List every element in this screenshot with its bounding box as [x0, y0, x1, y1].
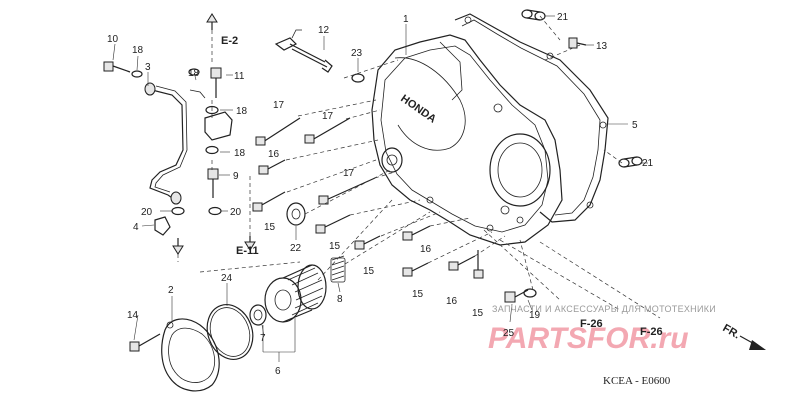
- ref-f26-b: F-26: [640, 326, 663, 338]
- filter-cover-cap: [161, 318, 220, 392]
- sealing-washers: [171, 68, 222, 216]
- label-19: 19: [529, 310, 541, 321]
- pipe-clip: [154, 216, 171, 236]
- drain-washer: [523, 288, 537, 298]
- label-15b: 15: [329, 241, 341, 252]
- ref-e11: E-11: [236, 245, 259, 257]
- label-9: 9: [233, 171, 239, 182]
- watermark: ЗАПЧАСТИ И АКСЕССУАРЫ ДЛЯ МОТОТЕХНИКИ PA…: [488, 304, 716, 355]
- pipe-joint: [204, 111, 233, 141]
- relief-spring: [330, 255, 346, 283]
- watermark-text: ЗАПЧАСТИ И АКСЕССУАРЫ ДЛЯ МОТОТЕХНИКИ: [492, 304, 716, 314]
- label-3: 3: [145, 62, 151, 73]
- ref-f26-a: F-26: [580, 318, 603, 330]
- leader-lines: [112, 15, 648, 362]
- dowel-pin-top: [521, 9, 546, 21]
- label-17b: 17: [322, 111, 334, 122]
- label-16a: 16: [268, 149, 280, 160]
- bolt-set: [252, 117, 484, 279]
- label-21b: 21: [642, 158, 654, 169]
- reference-labels: E-2 E-11 F-26 F-26 FR.: [221, 35, 742, 341]
- union-bolt: [210, 67, 222, 98]
- dowel-pin-right: [618, 156, 643, 168]
- label-15a: 15: [264, 222, 276, 233]
- cover-gasket: [454, 13, 609, 223]
- union-bolt-lower: [207, 168, 219, 198]
- sensor-washer: [351, 73, 365, 83]
- alignment-lines: [177, 15, 661, 319]
- oil-seal: [286, 202, 306, 226]
- oil-filter: [264, 264, 327, 323]
- label-8: 8: [337, 294, 343, 305]
- honda-engraving: HONDA: [398, 93, 438, 126]
- label-17a: 17: [273, 100, 285, 111]
- o-ring: [206, 304, 254, 360]
- label-24: 24: [221, 273, 233, 284]
- label-18b: 18: [188, 68, 200, 79]
- label-15d: 15: [412, 289, 424, 300]
- label-6: 6: [275, 366, 281, 377]
- label-16c: 16: [446, 296, 458, 307]
- label-13: 13: [596, 41, 608, 52]
- label-11: 11: [234, 71, 245, 82]
- label-18d: 18: [234, 148, 246, 159]
- label-18a: 18: [132, 45, 144, 56]
- pipe-bolt-top: [103, 61, 131, 73]
- label-5: 5: [632, 120, 638, 131]
- crankcase-cover: HONDA: [371, 34, 563, 246]
- label-12: 12: [318, 25, 330, 36]
- reference-arrows: [172, 13, 256, 255]
- label-18c: 18: [236, 106, 248, 117]
- o-ring-inner: [209, 307, 251, 357]
- label-16b: 16: [420, 244, 432, 255]
- ref-e2: E-2: [221, 35, 238, 47]
- ref-fr: FR.: [721, 322, 742, 341]
- label-20b: 20: [230, 207, 242, 218]
- label-25: 25: [503, 328, 515, 339]
- oil-pipe: [144, 82, 206, 205]
- label-4: 4: [133, 222, 139, 233]
- label-15c: 15: [363, 266, 375, 277]
- label-21a: 21: [557, 12, 569, 23]
- diagram-code: KCEA - E0600: [603, 375, 671, 387]
- oil-seal-inner: [291, 208, 301, 220]
- label-10: 10: [107, 34, 119, 45]
- label-1: 1: [403, 14, 409, 25]
- sensor-switch: [274, 29, 333, 73]
- front-direction-arrow: [739, 335, 766, 350]
- part-labels: 1 2 3 4 5 6 7 8 9 10 11 12 13 14 15 15 1…: [107, 12, 654, 377]
- drain-bolt: [504, 289, 529, 303]
- label-17c: 17: [343, 168, 355, 179]
- label-23: 23: [351, 48, 363, 59]
- watermark-logo: PARTSFOR.ru: [488, 322, 689, 355]
- filter-spring-inner: [253, 309, 263, 321]
- label-15e: 15: [472, 308, 484, 319]
- label-20a: 20: [141, 207, 153, 218]
- plug-bolt: [568, 37, 587, 49]
- label-7: 7: [260, 333, 266, 344]
- label-22: 22: [290, 243, 302, 254]
- cap-bolt: [129, 333, 161, 352]
- sealing-washer-top: [131, 70, 143, 78]
- filter-spring: [249, 304, 267, 326]
- label-2: 2: [168, 285, 174, 296]
- label-14: 14: [127, 310, 139, 321]
